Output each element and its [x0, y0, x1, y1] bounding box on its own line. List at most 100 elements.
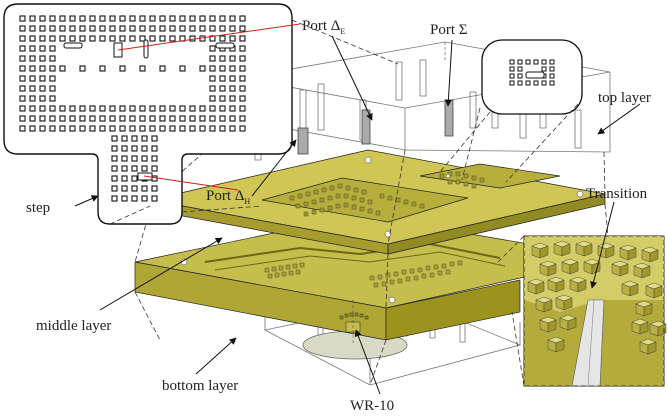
inset-pin	[19, 65, 26, 72]
transition-cube-side	[583, 243, 593, 257]
transition-cube-side	[569, 261, 579, 275]
inset2-pin-grid	[509, 59, 555, 86]
inset-pin	[69, 35, 76, 42]
inset-pin	[39, 55, 46, 62]
transition-cube-side	[561, 243, 571, 257]
inset-pin	[119, 115, 126, 122]
inset-pin	[99, 35, 106, 42]
top-plate-pin-array	[289, 171, 485, 217]
inset-pin	[139, 105, 146, 112]
inset-pin	[219, 115, 226, 122]
inset-pin	[151, 185, 158, 192]
inset-pin	[19, 15, 26, 22]
inset-pin	[119, 65, 126, 72]
inset2-pin	[517, 80, 523, 86]
inset-pin	[49, 75, 56, 82]
transition-cube-side	[535, 281, 545, 295]
inset-pin	[151, 145, 158, 152]
inset2-pin	[541, 80, 547, 86]
inset-pin	[219, 105, 226, 112]
inset-pin	[19, 85, 26, 92]
inset-pin	[229, 25, 236, 32]
inset-pin	[149, 115, 156, 122]
inset-pin	[189, 115, 196, 122]
inset-pin	[149, 125, 156, 132]
inset-pin	[129, 15, 136, 22]
inset-pin	[219, 35, 226, 42]
inset2-pin	[517, 59, 523, 65]
inset-pin	[131, 135, 138, 142]
inset2-pin	[509, 80, 515, 86]
inset-pin	[49, 25, 56, 32]
inset-pin	[49, 35, 56, 42]
inset-pin	[19, 25, 26, 32]
inset-pin	[119, 15, 126, 22]
middle-layer-leader	[99, 237, 223, 311]
inset-pin	[159, 25, 166, 32]
inset-pin	[89, 125, 96, 132]
inset-pin	[141, 195, 148, 202]
inset-pin	[39, 125, 46, 132]
inset-transition-detail	[523, 235, 667, 387]
inset-transition-guides	[497, 235, 525, 387]
inset-pin	[89, 35, 96, 42]
middle-layer-block	[134, 214, 611, 341]
inset-pin	[19, 105, 26, 112]
inset-pin	[239, 65, 246, 72]
inset-pin	[129, 35, 136, 42]
inset-pin	[119, 35, 126, 42]
inset-pin	[139, 15, 146, 22]
step-label: step	[26, 200, 50, 216]
inset-pin	[131, 185, 138, 192]
inset-pin	[99, 125, 106, 132]
inset-pin	[49, 95, 56, 102]
inset-pin	[209, 55, 216, 62]
inset-pin	[29, 65, 36, 72]
inset-pin	[39, 75, 46, 82]
middle-layer-pins	[264, 260, 463, 288]
transition-cube-side	[563, 297, 573, 311]
port-delta-h-label: Port ΔH	[206, 188, 250, 206]
inset2-pin	[549, 59, 555, 65]
inset-pin	[89, 15, 96, 22]
inset-pin	[59, 105, 66, 112]
inset-pin	[29, 75, 36, 82]
transition-cube-side	[639, 321, 649, 335]
inset-pin	[29, 125, 36, 132]
inset-pin	[129, 125, 136, 132]
inset-pin	[29, 55, 36, 62]
inset2-pin	[549, 80, 555, 86]
transition-cube-side	[627, 247, 637, 261]
inset-pin	[209, 95, 216, 102]
inset-pin	[79, 25, 86, 32]
inset-pin	[29, 115, 36, 122]
inset2-pin	[541, 66, 547, 72]
inset-pin	[239, 125, 246, 132]
inset-pin	[159, 115, 166, 122]
inset2-pin	[533, 59, 539, 65]
inset-pin	[99, 115, 106, 122]
inset-pin	[69, 115, 76, 122]
inset-pin	[131, 165, 138, 172]
inset-pin	[121, 165, 128, 172]
transition-cube-side	[555, 279, 565, 293]
inset-pin	[189, 125, 196, 132]
top-plate	[149, 149, 606, 255]
inset-pin	[79, 115, 86, 122]
inset-pin	[29, 25, 36, 32]
inset-pin	[59, 15, 66, 22]
inset-pin	[199, 105, 206, 112]
inset-pin	[109, 25, 116, 32]
inset-pin	[109, 35, 116, 42]
inset2-pin	[517, 66, 523, 72]
inset-pin	[239, 115, 246, 122]
inset-pin	[29, 105, 36, 112]
inset-pin	[189, 15, 196, 22]
inset2-pin	[533, 80, 539, 86]
inset-pin	[139, 35, 146, 42]
inset-pin	[159, 125, 166, 132]
inset-pin	[59, 125, 66, 132]
inset-pin	[209, 85, 216, 92]
inset-pin	[121, 145, 128, 152]
transition-leader	[590, 201, 615, 289]
